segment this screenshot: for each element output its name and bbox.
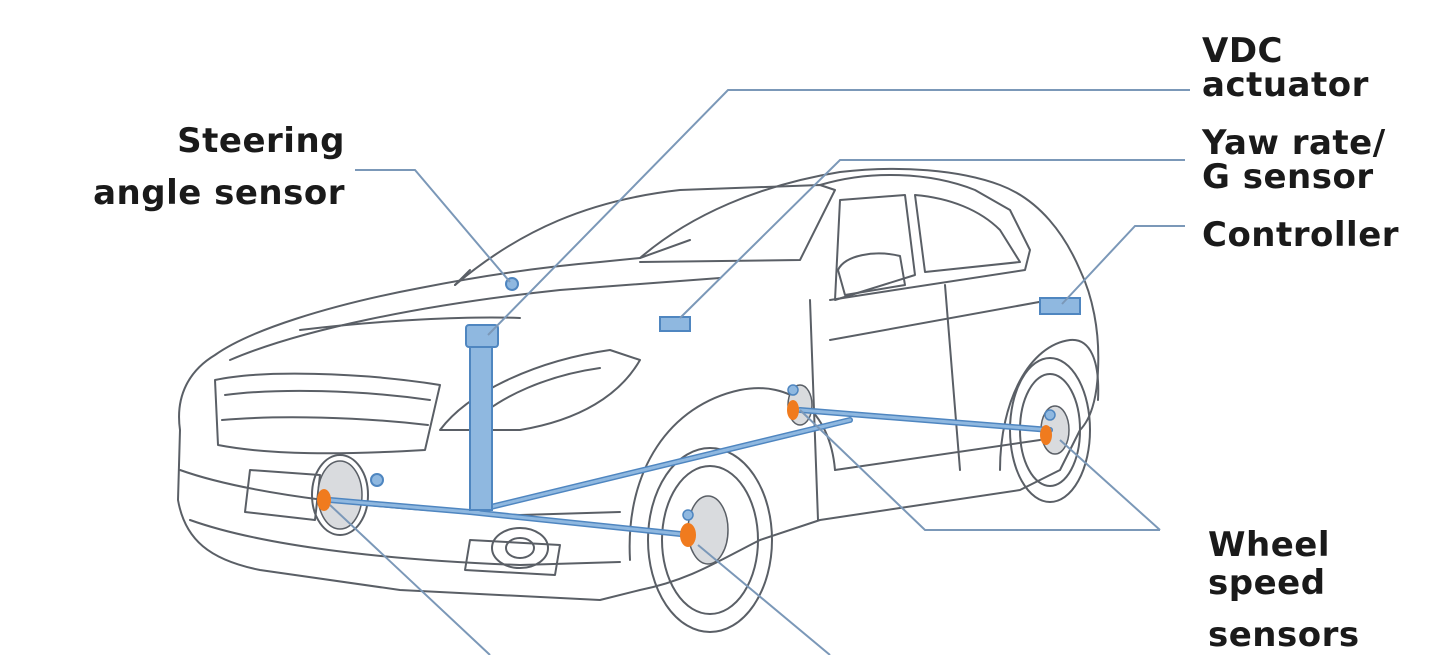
label-vdc-actuator: VDC actuator bbox=[1202, 34, 1369, 102]
label-controller: Controller bbox=[1202, 215, 1400, 255]
leader-lines bbox=[329, 89, 1190, 655]
label-wheel-line2: speed bbox=[1208, 563, 1326, 603]
label-yaw-line2: G sensor bbox=[1202, 157, 1374, 197]
car-body-outline bbox=[177, 167, 1100, 633]
label-vdc-line2: actuator bbox=[1202, 65, 1369, 105]
label-steering-line2: angle sensor bbox=[93, 173, 345, 213]
controller-box bbox=[1039, 297, 1081, 315]
yaw-sensor-box bbox=[659, 316, 691, 332]
label-wheel-speed-sensors: Wheel speed sensors bbox=[1208, 528, 1360, 652]
label-wheel-line3: sensors bbox=[1208, 615, 1360, 655]
label-wheel-line1: Wheel bbox=[1208, 525, 1330, 565]
label-vdc-line1: VDC bbox=[1202, 31, 1283, 71]
label-yaw-rate-g-sensor: Yaw rate/ G sensor bbox=[1202, 126, 1386, 194]
label-steering-angle-sensor: Steering angle sensor bbox=[90, 124, 345, 210]
wheel-speed-sensor-markers bbox=[317, 384, 1056, 547]
label-steering-line1: Steering bbox=[177, 121, 345, 161]
label-yaw-line1: Yaw rate/ bbox=[1202, 123, 1386, 163]
vdc-actuator-unit bbox=[465, 324, 499, 511]
